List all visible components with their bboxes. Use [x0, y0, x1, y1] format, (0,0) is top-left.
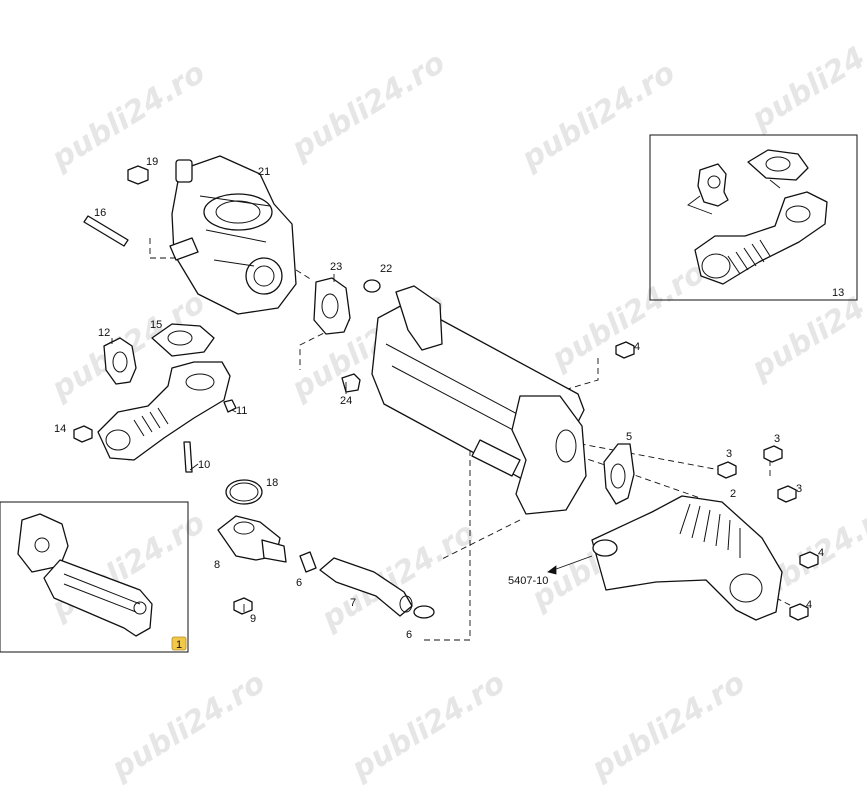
label-11: 11 [236, 405, 247, 417]
watermark: publi24.ro [745, 15, 867, 137]
label-18: 18 [266, 477, 278, 489]
label-1: 1 [176, 639, 182, 651]
gasket-inset-2 [747, 149, 809, 181]
label-10: 10 [198, 459, 210, 471]
reference-code: 5407-10 [508, 575, 548, 587]
inset-frame [0, 501, 189, 653]
label-3-b: 3 [774, 433, 780, 445]
bolt-4-right-a: 4 [799, 547, 824, 569]
egr-valve-inset [17, 513, 69, 573]
label-4-right-a: 4 [818, 547, 824, 559]
bolt-4-top: 4 [615, 341, 640, 359]
label-4-right-b: 4 [806, 599, 812, 611]
label-7: 7 [350, 597, 356, 609]
label-24: 24 [340, 395, 352, 407]
label-5: 5 [626, 431, 632, 443]
label-8: 8 [214, 559, 220, 571]
watermark: publi24.ro [285, 45, 451, 167]
gasket-5: 5 [603, 431, 635, 505]
bolt-19: 19 [127, 156, 158, 185]
exhaust-pipe-2: 2 [591, 488, 783, 621]
label-22: 22 [380, 263, 392, 275]
label-12: 12 [98, 327, 110, 339]
label-4-top: 4 [634, 341, 640, 353]
watermark: publi24.ro [105, 665, 271, 787]
watermark: publi24.ro [515, 55, 681, 177]
bolt-3-c: 3 [777, 483, 802, 503]
pipe-inset [694, 191, 828, 285]
label-3-a: 3 [726, 448, 732, 460]
label-6-left: 6 [296, 577, 302, 589]
label-19: 19 [146, 156, 158, 168]
bolt-24: 24 [340, 373, 361, 407]
label-6-right: 6 [406, 629, 412, 641]
hose-7: 7 [319, 557, 413, 617]
label-13: 13 [832, 287, 844, 299]
seal-ring-18: 18 [225, 477, 278, 505]
clip-6-right: 6 [406, 605, 435, 641]
inset-frame [649, 134, 858, 301]
inset-box-13: 13 [649, 134, 858, 301]
label-21: 21 [258, 166, 270, 178]
watermark: publi24.ro [45, 55, 211, 177]
leader-lines [111, 274, 347, 612]
elbow-8: 8 [214, 515, 287, 571]
gasket-15: 15 [150, 319, 215, 357]
label-9: 9 [250, 613, 256, 625]
label-3-c: 3 [796, 483, 802, 495]
egr-cooler [371, 285, 587, 515]
bolt-11: 11 [223, 399, 247, 417]
seal-ring-22: 22 [363, 263, 392, 293]
gasket-23: 23 [313, 261, 351, 335]
reference-arrow: 5407-10 [508, 555, 593, 587]
pipe-assembly-14: 14 [54, 361, 231, 461]
bolt-4-right-b: 4 [789, 599, 812, 621]
label-16: 16 [94, 207, 106, 219]
label-14: 14 [54, 423, 66, 435]
watermark: publi24.ro [345, 665, 511, 787]
cooler-inset [43, 559, 153, 637]
bolt-9: 9 [233, 597, 256, 625]
pipe-14-body [97, 361, 231, 461]
inset-box-1: 1 [0, 501, 189, 653]
watermark: publi24.ro [745, 265, 867, 387]
pipe-body [591, 495, 783, 621]
gasket-inset [697, 163, 729, 207]
label-2: 2 [730, 488, 736, 500]
watermark: publi24.ro [585, 665, 751, 787]
bolt-10: 10 [183, 441, 210, 473]
badge-1 [171, 636, 187, 651]
label-15: 15 [150, 319, 162, 331]
gasket-12: 12 [98, 327, 137, 385]
clip-6-left: 6 [296, 551, 317, 589]
watermark: publi24.ro [545, 255, 711, 377]
label-23: 23 [330, 261, 342, 273]
egr-valve-21: 21 [169, 155, 297, 315]
bolt-3-a: 3 [717, 448, 737, 479]
bolt-16: 16 [83, 207, 129, 247]
bolt-3-b: 3 [763, 433, 783, 463]
